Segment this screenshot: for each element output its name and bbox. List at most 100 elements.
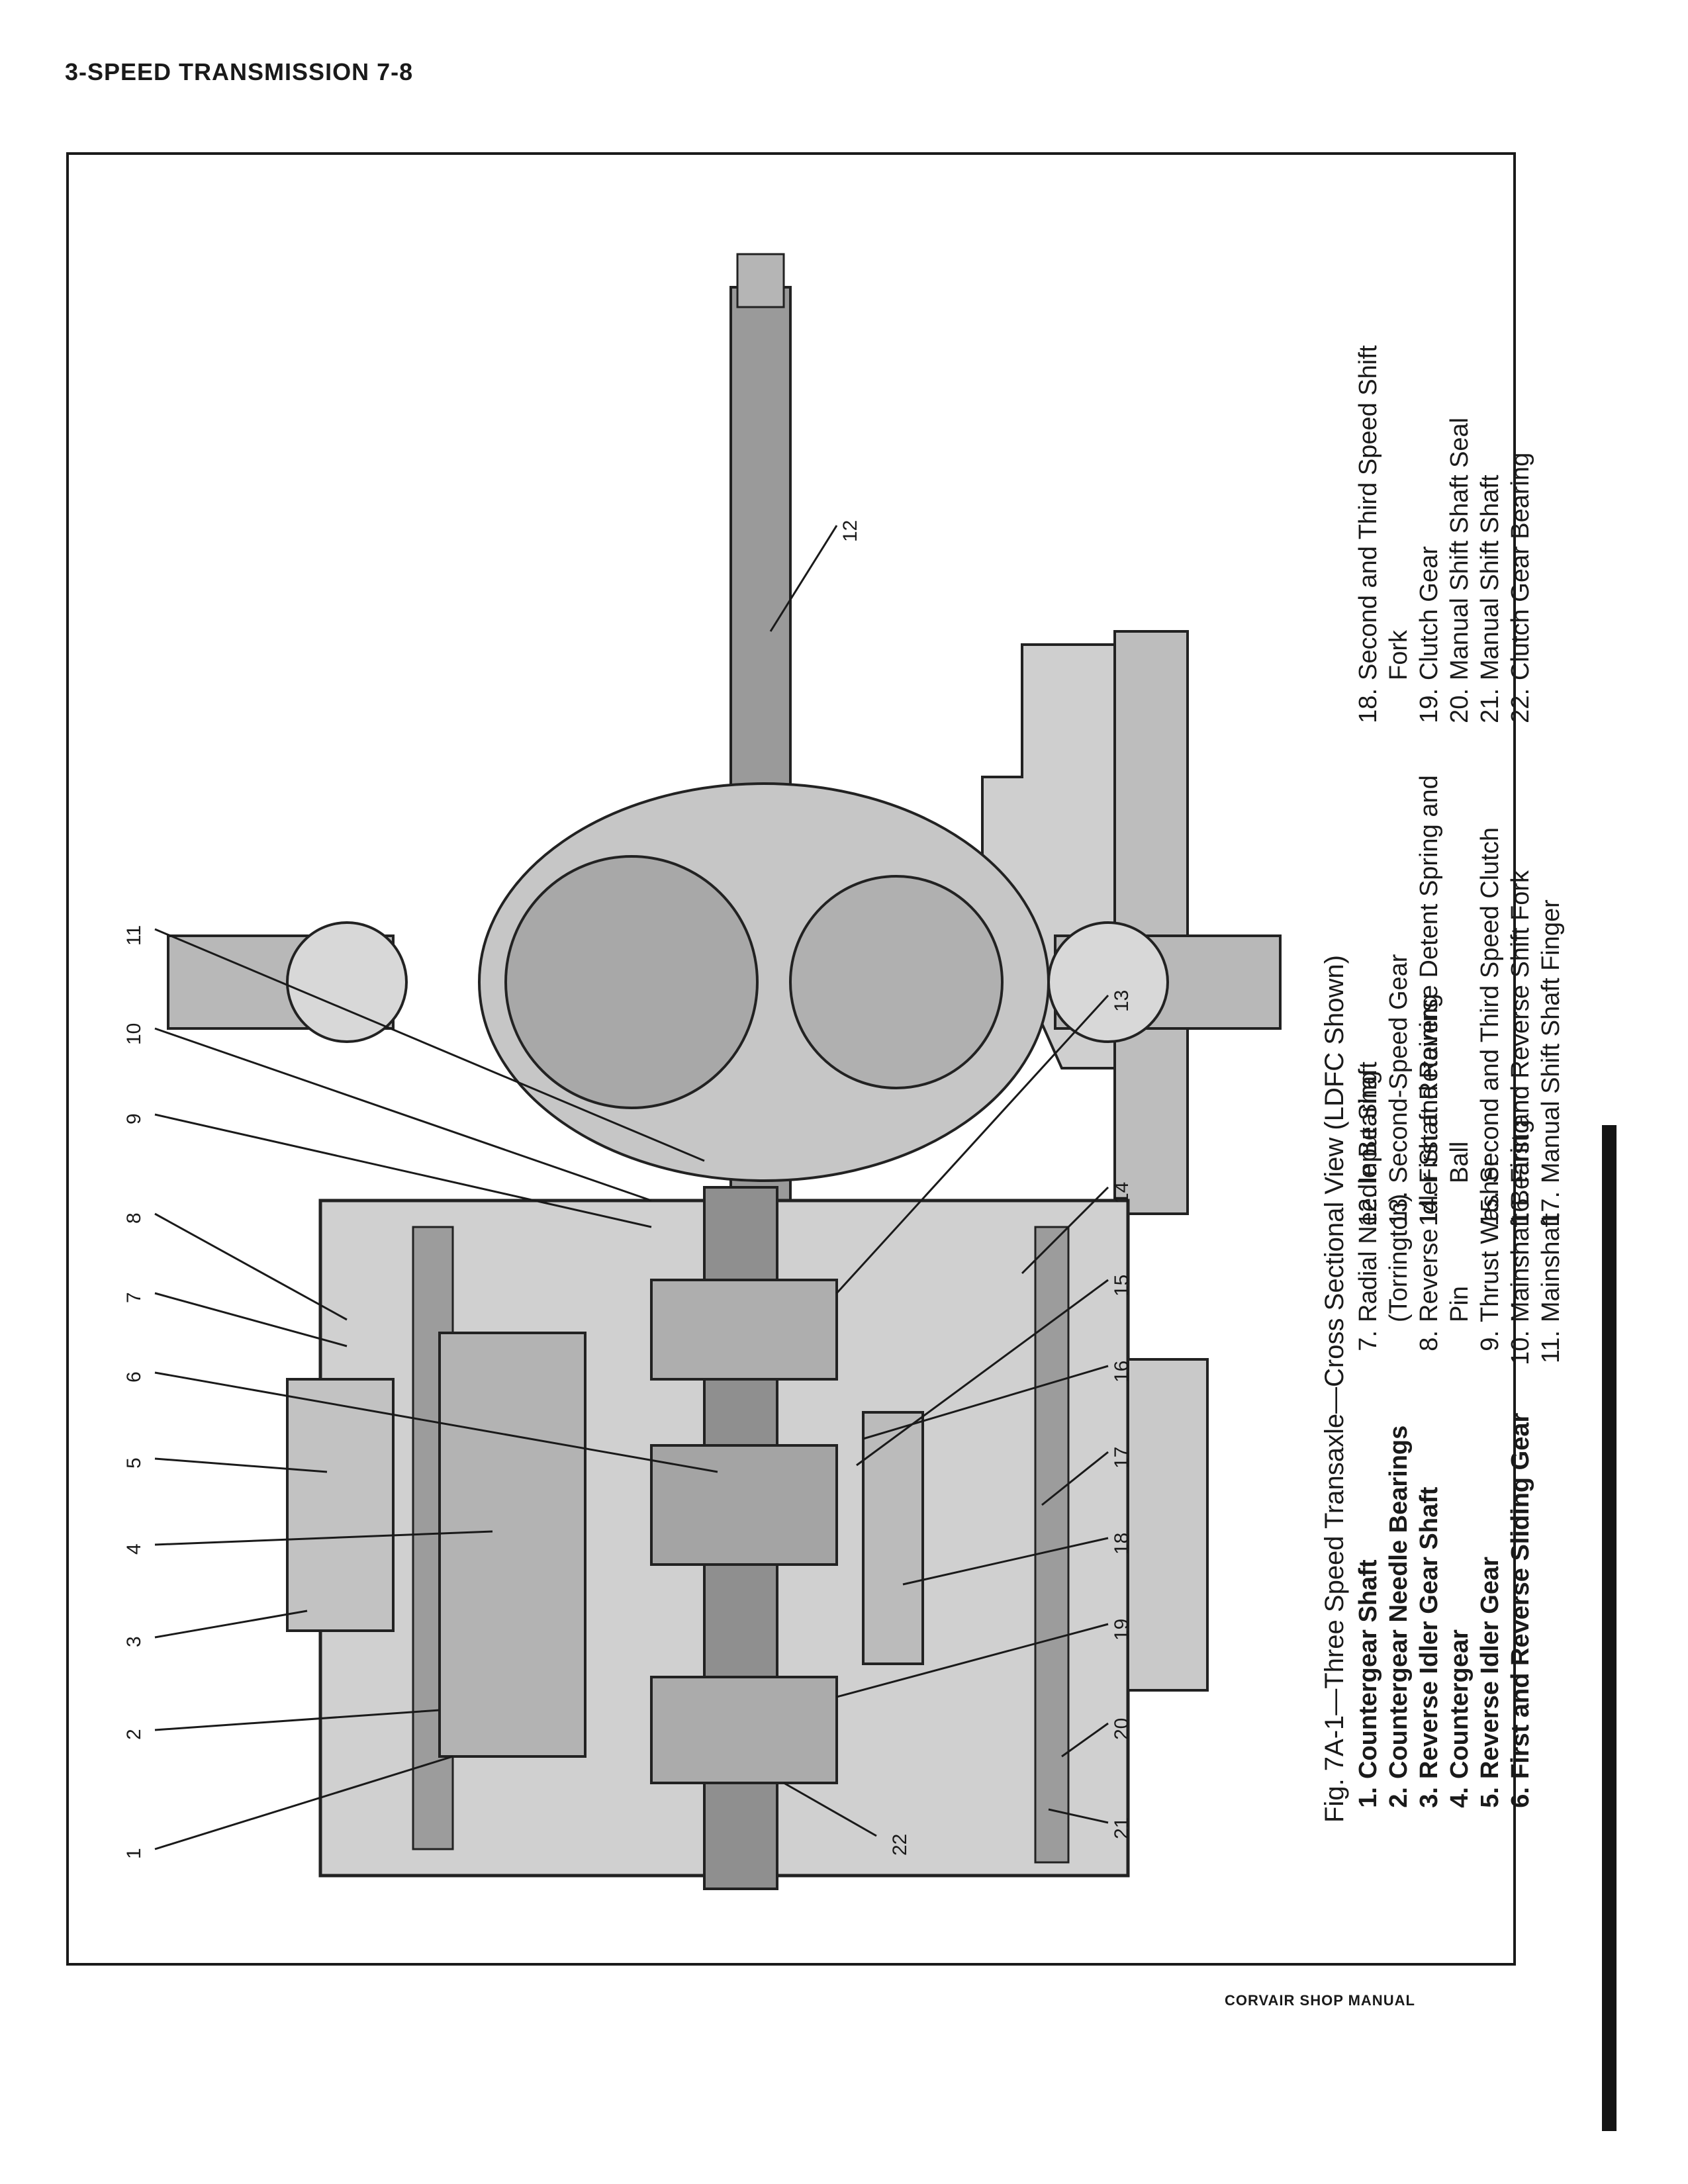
legend-text: Clutch Gear (1415, 546, 1443, 680)
callout-line-22 (783, 1782, 877, 1837)
callout-numbers: 1 2 3 4 5 6 7 8 9 10 11 12 13 14 15 16 1… (123, 520, 1133, 1859)
flange-plate (1113, 630, 1189, 1215)
legend-item: 4.Countergear (1444, 1386, 1475, 1836)
callout-line-19 (836, 1623, 1109, 1698)
legend-text: Reverse Idler Gear (1476, 1557, 1504, 1779)
callout-line-9 (154, 1113, 652, 1228)
legend-item: 17.Manual Shift Shaft Finger (1536, 764, 1566, 1240)
legend-item: 15. Second and Third Speed Clutch (1475, 764, 1505, 1240)
legend-text: Manual Shift Shaft Seal (1446, 417, 1474, 680)
page-footer: CORVAIR SHOP MANUAL (1225, 1992, 1415, 2009)
callout-12: 12 (839, 520, 861, 542)
legend-item: 3. Reverse Idler Gear Shaft (1414, 1386, 1444, 1836)
callout-13: 13 (1111, 990, 1133, 1012)
legend-item: 2.Countergear Needle Bearings (1383, 1386, 1414, 1836)
legend-item: 16. First and Reverse Shift Fork (1505, 764, 1536, 1240)
callout-line-14 (1021, 1186, 1109, 1275)
u-joint-left (286, 921, 408, 1043)
callout-line-21 (1048, 1808, 1109, 1824)
legend-item: 20. Manual Shift Shaft Seal (1444, 314, 1475, 737)
legend-number: 1. (1354, 1787, 1382, 1808)
callout-16: 16 (1111, 1361, 1133, 1383)
side-gear-right (789, 875, 1004, 1089)
legend-item: 14. First and Reverse Detent Spring and B… (1414, 764, 1475, 1240)
callout-line-18 (902, 1537, 1109, 1586)
legend-number: 7. (1354, 1330, 1382, 1351)
legend-number: 8. (1415, 1330, 1443, 1351)
legend-number: 22. (1507, 688, 1534, 723)
legend-text: Input Shaft (1354, 1062, 1382, 1183)
callout-20: 20 (1111, 1718, 1133, 1740)
callout-17: 17 (1111, 1447, 1133, 1469)
legend-number: 2. (1385, 1787, 1413, 1808)
callout-7: 7 (123, 1292, 145, 1303)
clutch-gear (650, 1676, 838, 1784)
legend-number: 11. (1537, 1330, 1565, 1364)
callout-19: 19 (1111, 1619, 1133, 1641)
legend-number: 12. (1354, 1191, 1382, 1226)
callout-8: 8 (123, 1212, 145, 1224)
sliding-gear (650, 1444, 838, 1566)
legend-number: 6. (1507, 1787, 1534, 1808)
callout-line-8 (154, 1212, 348, 1321)
callout-15: 15 (1111, 1275, 1133, 1297)
callout-line-20 (1061, 1722, 1109, 1758)
legend-number: 19. (1415, 688, 1443, 723)
legend-item: 21.Manual Shift Shaft (1475, 314, 1505, 737)
callout-line-2 (154, 1709, 440, 1731)
legend-number: 18. (1354, 688, 1382, 723)
legend-number: 15. (1476, 1191, 1504, 1226)
callout-14: 14 (1111, 1182, 1133, 1204)
legend-item: 22.Clutch Gear Bearing (1505, 314, 1536, 737)
second-speed-gear (650, 1279, 838, 1381)
callout-line-13 (835, 994, 1109, 1295)
callout-line-6 (154, 1371, 718, 1473)
shift-cover (1127, 1358, 1209, 1692)
legend-text: Manual Shift Shaft Finger (1537, 899, 1565, 1183)
callout-18: 18 (1111, 1533, 1133, 1555)
figure-frame: 1 2 3 4 5 6 7 8 9 10 11 12 13 14 15 16 1… (66, 152, 1565, 1966)
callout-21: 21 (1111, 1817, 1133, 1839)
legend-number: 13. (1385, 1191, 1413, 1226)
callout-line-1 (154, 1755, 453, 1850)
shift-fork (862, 1411, 924, 1665)
legend-text: Second and Third Speed Clutch (1476, 827, 1504, 1183)
callout-line-5 (154, 1457, 328, 1473)
legend-item: 19. Clutch Gear (1414, 314, 1444, 737)
legend-item: 13.Second-Speed Gear (1383, 764, 1414, 1240)
legend-text: Countergear (1446, 1629, 1474, 1779)
legend-number: 16. (1507, 1191, 1534, 1226)
legend-number: 20. (1446, 688, 1474, 723)
legend-column-1: 1. Countergear Shaft 2.Countergear Needle… (1353, 1386, 1536, 1836)
callout-22: 22 (889, 1834, 911, 1856)
legend-number: 3. (1415, 1787, 1443, 1808)
callout-line-17 (1041, 1451, 1109, 1506)
u-joint-right (1047, 921, 1169, 1043)
legend-item: 1. Countergear Shaft (1353, 1386, 1383, 1836)
callout-5: 5 (123, 1457, 145, 1469)
legend-text: Countergear Shaft (1354, 1559, 1382, 1779)
callout-line-12 (769, 525, 838, 632)
callout-line-4 (154, 1530, 493, 1546)
callout-line-3 (154, 1610, 308, 1639)
legend-text: Second and Third Speed Shift Fork (1354, 345, 1413, 680)
callout-lines (154, 525, 1109, 1850)
legend-text: First and Reverse Shift Fork (1507, 870, 1534, 1183)
legend-number: 5. (1476, 1787, 1504, 1808)
legend-number: 21. (1476, 688, 1504, 723)
callout-9: 9 (123, 1113, 145, 1124)
legend-panel-upper: 12. Input Shaft 13.Second-Speed Gear 14. F… (1313, 345, 1688, 1280)
legend-number: 10. (1507, 1330, 1534, 1365)
legend-text: Reverse Idler Gear Shaft (1415, 1486, 1443, 1779)
legend-text: First and Reverse Detent Spring and Ball (1415, 775, 1474, 1183)
ring-gear (504, 855, 759, 1109)
input-shaft-tip (736, 253, 785, 308)
callout-line-15 (856, 1279, 1109, 1467)
callout-3: 3 (123, 1636, 145, 1647)
callout-line-11 (154, 928, 705, 1162)
legend-number: 9. (1476, 1330, 1504, 1351)
callout-4: 4 (123, 1543, 145, 1555)
callout-6: 6 (123, 1371, 145, 1383)
legend-number: 14. (1415, 1191, 1443, 1226)
callout-1: 1 (123, 1848, 145, 1859)
